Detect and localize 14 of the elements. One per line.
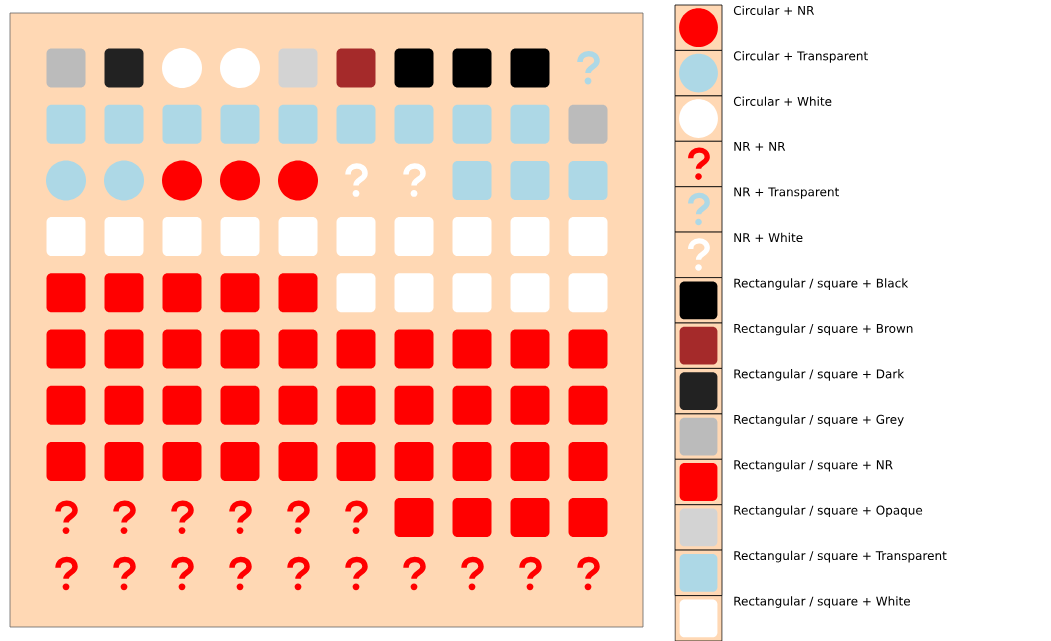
legend-label: Circular + White <box>733 96 832 106</box>
legend-label: NR + NR <box>734 142 786 151</box>
legend-label: Rectangular / square + Dark <box>734 369 905 381</box>
legend-label: Rectangular / square + NR <box>734 460 893 472</box>
legend-label: Rectangular / square + Brown <box>734 323 913 336</box>
legend-label: Rectangular / square + Transparent <box>734 550 947 563</box>
legend-label: NR + White <box>734 232 803 243</box>
legend-label: Rectangular / square + Opaque <box>734 505 923 517</box>
legend-label: NR + Transparent <box>734 187 839 199</box>
legend-label: Circular + NR <box>733 5 815 15</box>
legend-label: Rectangular / square + White <box>734 596 910 608</box>
legend-label: Rectangular / square + Black <box>734 278 909 290</box>
legend-label: Rectangular / square + Grey <box>734 414 904 427</box>
legend-label: Circular + Transparent <box>733 51 868 63</box>
